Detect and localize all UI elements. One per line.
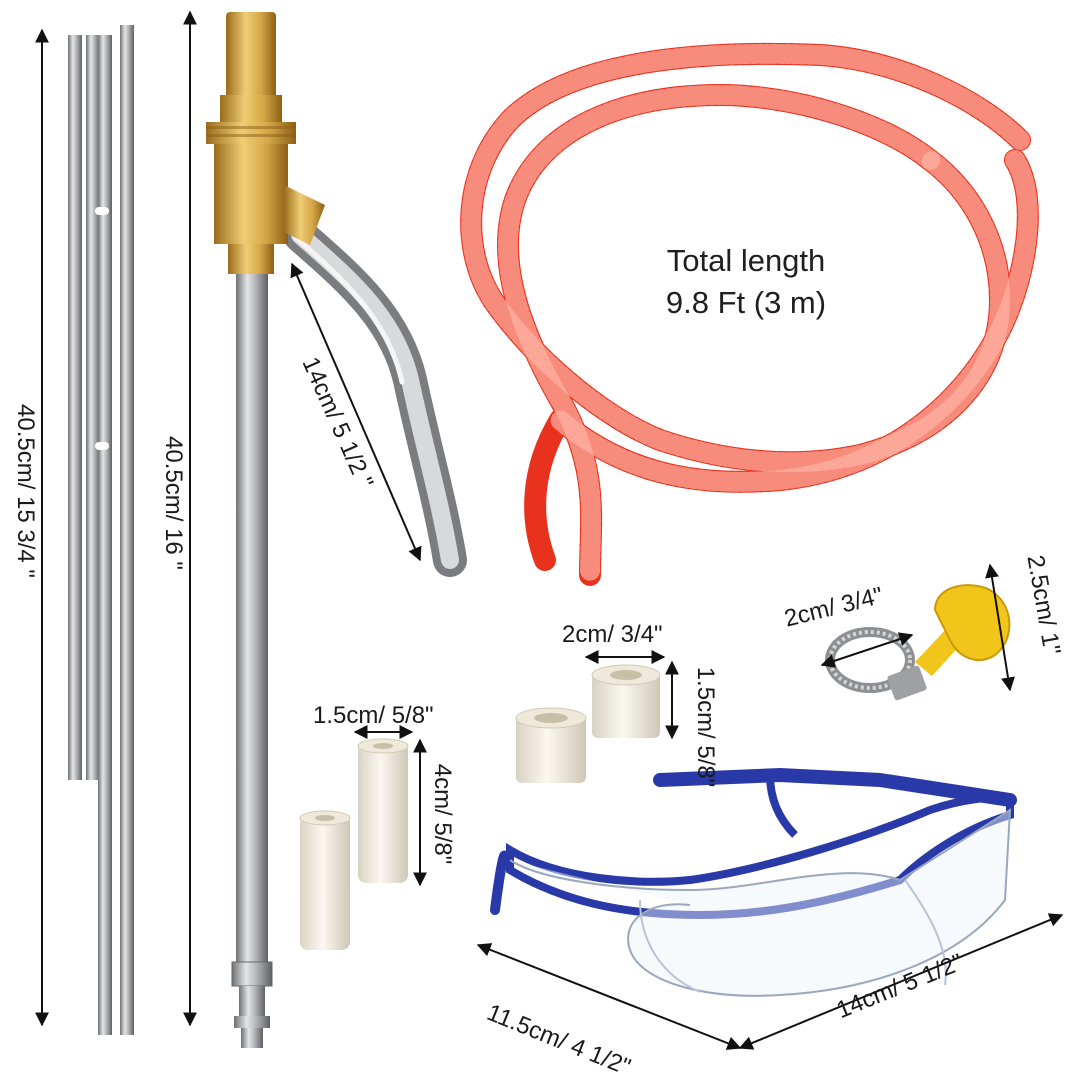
dimension-arrow-glasses-width: [738, 913, 1064, 1050]
split-rod-left: [68, 25, 134, 1035]
long-nozzle-width-label: 1.5cm/ 5/8": [313, 702, 434, 729]
short-nozzle-width-label: 2cm/ 3/4": [562, 621, 663, 648]
lance-length-label: 40.5cm/ 16 ": [160, 436, 187, 570]
red-suction-hose: [460, 42, 1039, 586]
dimension-arrow-bent-tube: [290, 262, 422, 562]
long-ceramic-nozzles: [299, 738, 409, 950]
long-nozzle-height-label: 4cm/ 5/8": [429, 763, 456, 865]
short-nozzle-height-label: 1.5cm/ 5/8": [692, 666, 719, 788]
hose-length-caption: Total length 9.8 Ft (3 m): [616, 240, 876, 324]
dimension-arrow-glasses-depth: [476, 943, 742, 1050]
hose-caption-line2: 9.8 Ft (3 m): [665, 284, 827, 320]
short-ceramic-nozzles: [515, 664, 661, 783]
left-rod-length-label: 40.5cm/ 15 3/4 ": [12, 404, 39, 578]
dimension-arrow-clamp-diameter: [820, 632, 914, 668]
hose-caption-line1: Total length: [666, 243, 826, 278]
dimension-arrow-clamp-height: [985, 563, 1015, 692]
